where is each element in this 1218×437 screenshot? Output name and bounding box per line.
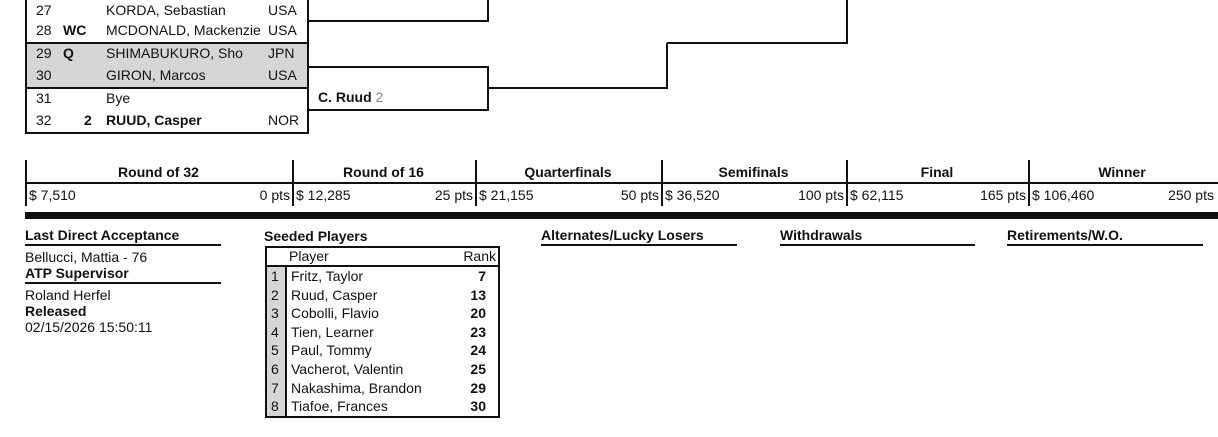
draw-position: 28 <box>36 22 52 38</box>
prize-money: $ 62,115 <box>850 187 904 203</box>
draw-row: 32 2 RUUD, Casper NOR <box>26 109 308 131</box>
lda-heading: Last Direct Acceptance <box>25 227 221 246</box>
player-country: USA <box>268 67 297 83</box>
seed-player: Ruud, Casper <box>291 286 378 303</box>
seed-rank: 23 <box>470 323 486 340</box>
seed-rank: 13 <box>470 286 486 303</box>
draw-row: 27 KORDA, Sebastian USA <box>26 0 308 21</box>
seed-row: 7 Nakashima, Brandon 29 <box>267 379 498 398</box>
prize-money: $ 21,155 <box>479 187 534 203</box>
seed-index: 1 <box>271 268 279 284</box>
seed-player: Fritz, Taylor <box>291 268 364 284</box>
entry-tag: Q <box>63 45 74 61</box>
seed-rank: 30 <box>470 398 486 415</box>
retirements-heading: Retirements/W.O. <box>1007 227 1203 246</box>
seed-row: 6 Vacherot, Valentin 25 <box>267 360 498 379</box>
released-heading: Released <box>25 303 87 319</box>
seed-index: 7 <box>271 379 279 396</box>
player-name: SHIMABUKURO, Sho <box>106 45 243 61</box>
prize-points: 165 pts <box>980 187 1026 203</box>
draw-row: 29 Q SHIMABUKURO, Sho JPN <box>26 42 308 64</box>
seed-player: Tien, Learner <box>291 323 374 340</box>
draw-position: 27 <box>36 2 52 18</box>
withdrawals-heading: Withdrawals <box>780 227 975 246</box>
seed-player: Cobolli, Flavio <box>291 305 379 322</box>
seed-row: 4 Tien, Learner 23 <box>267 323 498 342</box>
seed-player: Nakashima, Brandon <box>291 379 422 396</box>
seed-rank: 25 <box>470 361 486 377</box>
seed-index: 2 <box>271 286 279 303</box>
seed-index: 3 <box>271 305 279 322</box>
prize-round-header: Quarterfinals <box>524 164 612 180</box>
prize-money: $ 106,460 <box>1032 187 1095 203</box>
seed-player: Vacherot, Valentin <box>291 361 404 377</box>
r16-winner: C. Ruud 2 <box>318 89 383 105</box>
player-name: MCDONALD, Mackenzie <box>106 22 261 38</box>
released-value: 02/15/2026 15:50:11 <box>25 319 153 335</box>
prize-points: 25 pts <box>434 187 473 203</box>
prize-money: $ 12,285 <box>296 187 351 203</box>
seeded-heading: Seeded Players <box>264 228 368 244</box>
seed-rank: 7 <box>478 268 486 284</box>
player-name: KORDA, Sebastian <box>106 2 226 18</box>
lda-value: Bellucci, Mattia - 76 <box>25 249 148 265</box>
player-country: JPN <box>268 45 295 61</box>
seed-rank: 24 <box>470 342 486 359</box>
seed-row: 1 Fritz, Taylor 7 <box>267 267 498 286</box>
supervisor-value: Roland Herfel <box>25 287 111 303</box>
alternates-heading: Alternates/Lucky Losers <box>541 227 737 246</box>
seed-index: 6 <box>271 361 279 377</box>
player-country: USA <box>268 22 297 38</box>
prize-money: $ 36,520 <box>665 187 720 203</box>
prize-round-header: Final <box>920 164 954 180</box>
prize-money: $ 7,510 <box>29 187 76 203</box>
prize-points: 50 pts <box>620 187 659 203</box>
player-name: RUUD, Casper <box>106 112 202 128</box>
seed-index: 5 <box>271 342 279 359</box>
player-name: Bye <box>106 90 131 106</box>
prize-round-header: Round of 16 <box>343 164 424 180</box>
seed-index: 8 <box>271 398 279 415</box>
seed-row: 5 Paul, Tommy 24 <box>267 341 498 360</box>
draw-position: 31 <box>36 90 52 106</box>
seed-rank: 29 <box>470 379 486 396</box>
seed-row: 2 Ruud, Casper 13 <box>267 286 498 305</box>
prize-points: 250 pts <box>1168 187 1214 203</box>
entry-tag: WC <box>63 22 87 38</box>
prize-points: 100 pts <box>798 187 844 203</box>
draw-row: 28 WC MCDONALD, Mackenzie USA <box>26 19 308 41</box>
draw-position: 32 <box>36 112 52 128</box>
col-rank: Rank <box>463 248 496 264</box>
supervisor-heading: ATP Supervisor <box>25 265 221 284</box>
seed-row: 3 Cobolli, Flavio 20 <box>267 304 498 323</box>
prize-round-header: Winner <box>1098 164 1146 180</box>
winner-name: C. Ruud <box>318 89 372 105</box>
prize-points: 0 pts <box>259 187 290 203</box>
seed-player: Tiafoe, Frances <box>291 398 388 415</box>
seed-player: Paul, Tommy <box>291 342 372 359</box>
draw-position: 29 <box>36 45 52 61</box>
player-country: USA <box>268 2 297 18</box>
seed-index: 4 <box>271 323 279 340</box>
draw-row: 30 GIRON, Marcos USA <box>26 64 308 86</box>
highlight-band <box>26 43 308 88</box>
prize-round-header: Round of 32 <box>118 164 199 180</box>
seed-number: 2 <box>84 112 92 128</box>
seed-rank: 20 <box>470 305 486 322</box>
draw-row: 31 Bye <box>26 87 308 109</box>
seeded-players-table: Player Rank 1 Fritz, Taylor 7 2 Ruud, Ca… <box>265 246 500 418</box>
seed-row: 8 Tiafoe, Frances 30 <box>267 397 498 416</box>
col-player: Player <box>289 248 329 264</box>
winner-seed: 2 <box>375 89 384 105</box>
player-name: GIRON, Marcos <box>106 67 206 83</box>
prize-round-header: Semifinals <box>718 164 789 180</box>
player-country: NOR <box>268 112 300 128</box>
draw-position: 30 <box>36 67 52 83</box>
